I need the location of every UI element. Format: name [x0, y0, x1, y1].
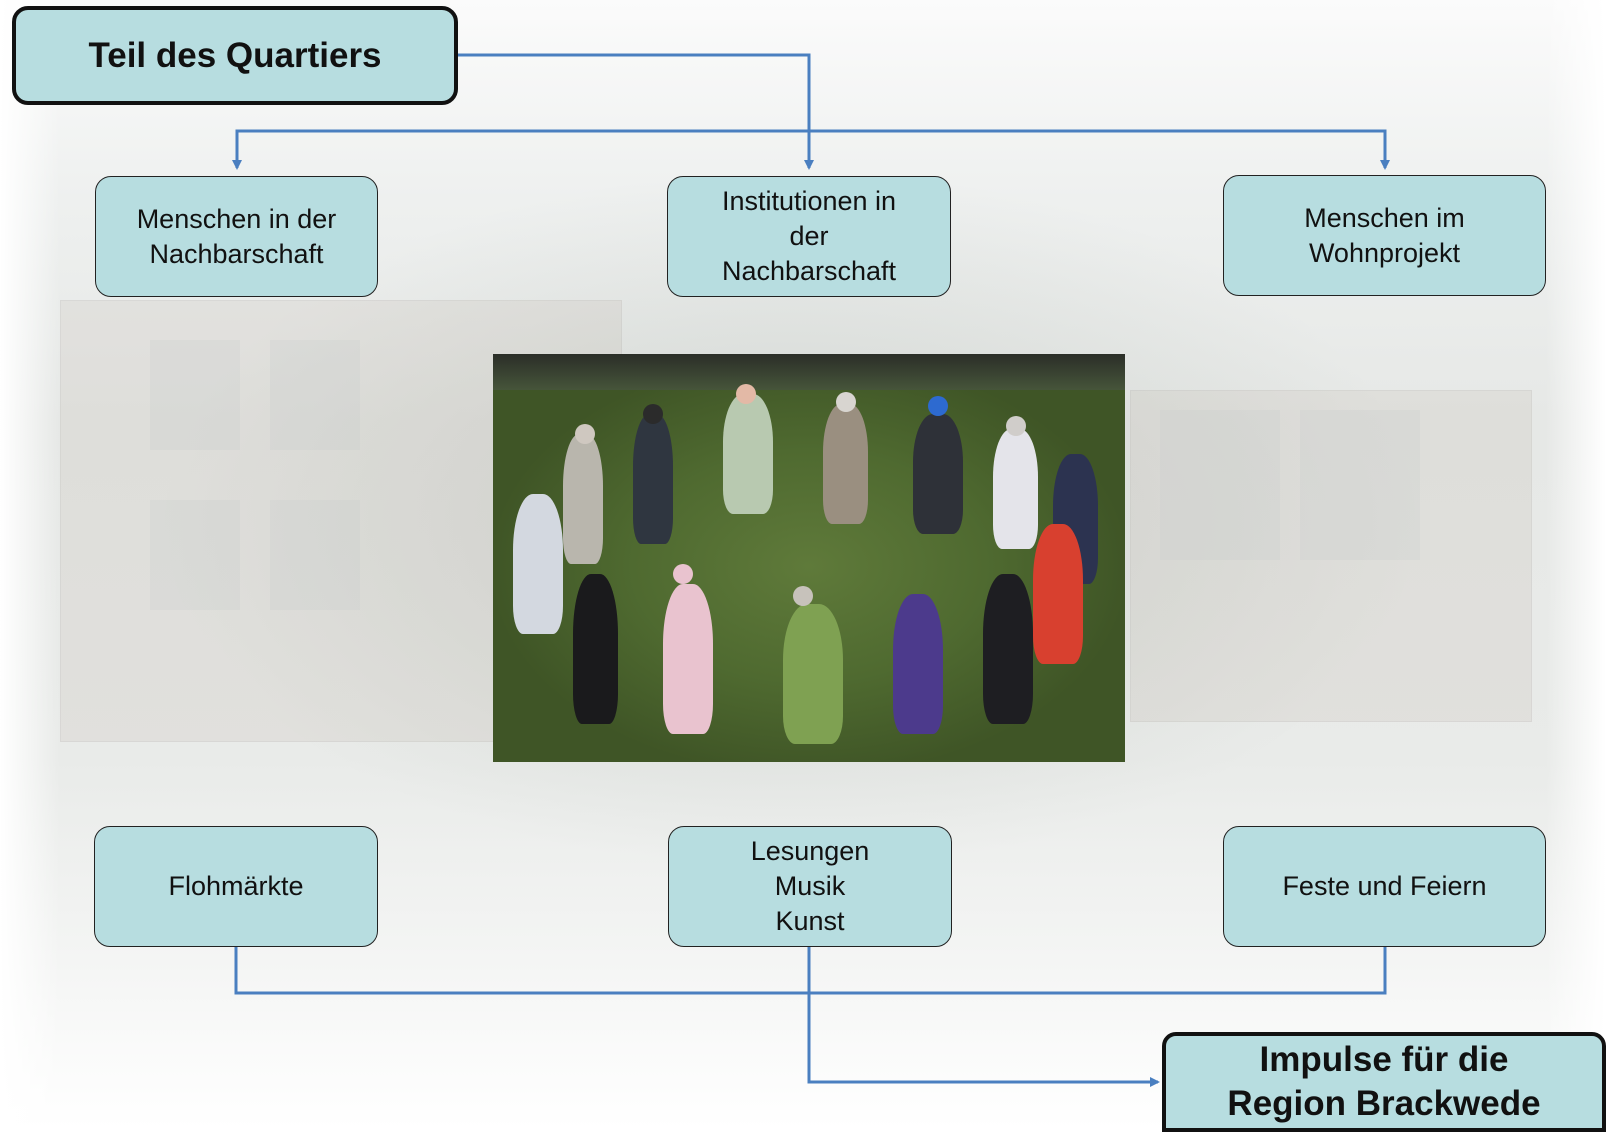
box-feste-und-feiern: Feste und Feiern [1223, 826, 1546, 947]
box-flohmaerkte: Flohmärkte [94, 826, 378, 947]
connector-to-impulse [807, 947, 1160, 1087]
box-menschen-in-der-nachbarschaft: Menschen in der Nachbarschaft [95, 176, 378, 297]
box-teil-des-quartiers: Teil des Quartiers [12, 6, 458, 105]
photo-circle-dance [493, 354, 1125, 762]
connector-top-to-institutionen [458, 53, 814, 170]
box-menschen-im-wohnprojekt: Menschen im Wohnprojekt [1223, 175, 1546, 296]
box-impulse-fuer-region-brackwede: Impulse für die Region Brackwede [1162, 1032, 1606, 1132]
box-institutionen-in-der-nachbarschaft: Institutionen in der Nachbarschaft [667, 176, 951, 297]
connector-branch-left [232, 129, 809, 170]
connector-branch-right [809, 129, 1390, 170]
box-lesungen-musik-kunst: Lesungen Musik Kunst [668, 826, 952, 947]
